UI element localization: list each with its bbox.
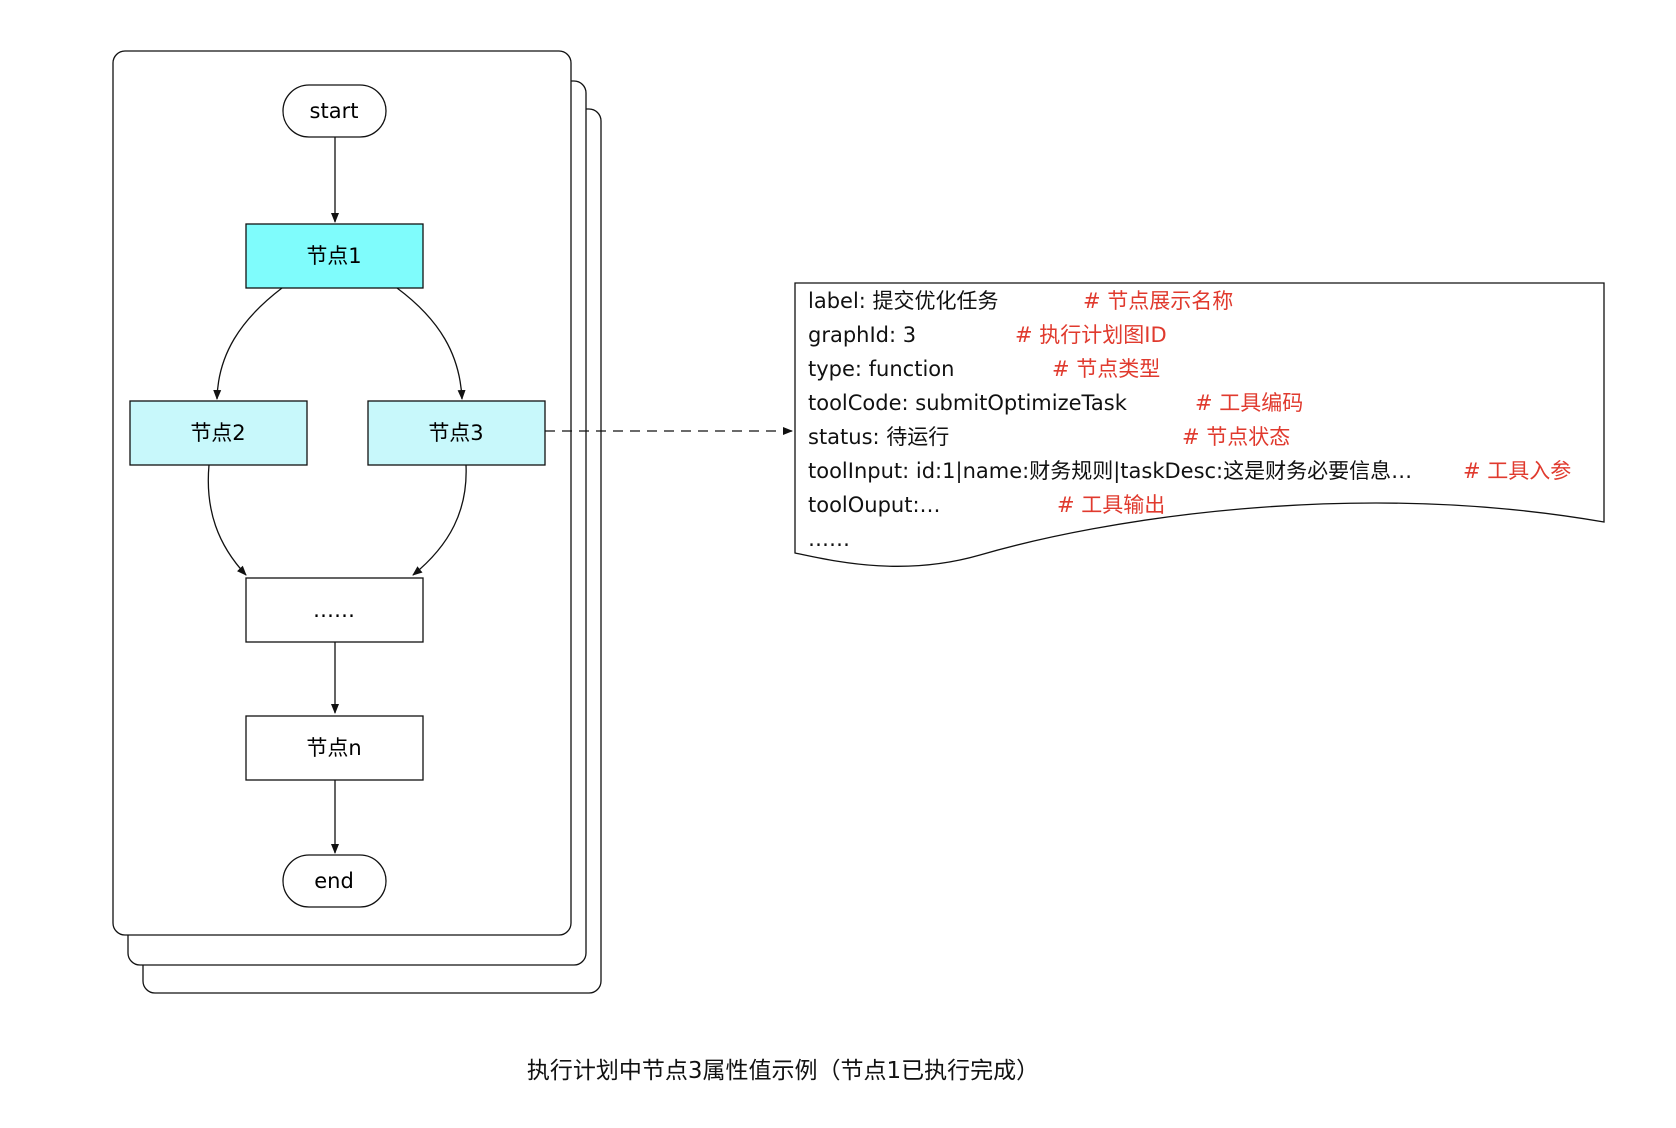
property-line: toolCode: submitOptimizeTask [808,391,1128,415]
end-node: end [282,854,387,908]
property-line: …… [808,527,850,551]
diagram-caption: 执行计划中节点3属性值示例（节点1已执行完成） [527,1058,1039,1084]
properties-text: label: 提交优化任务 # 节点展示名称 graphId: 3 # 执行计划图ID… [808,289,1571,551]
property-line: toolInput: id:1|name:财务规则|taskDesc:这是财务必… [808,459,1412,484]
flow-nodes: start 节点1 节点2 节点3 …… 节点n end [129,84,546,908]
node-1-label: 节点1 [306,244,361,268]
property-line: type: function [808,357,954,381]
ellipsis-node-label: …… [313,598,355,622]
start-node: start [282,84,387,138]
ellipsis-node: …… [245,577,424,643]
node-3: 节点3 [367,400,546,466]
edge-node1-node3 [396,287,466,400]
property-line: graphId: 3 [808,323,916,347]
property-comment: # 工具输出 [1057,493,1165,517]
start-node-label: start [310,99,359,123]
plan-card-stack [112,50,602,994]
property-comment: # 工具编码 [1195,391,1303,415]
node-n-label: 节点n [306,736,361,760]
property-comment: # 工具入参 [1463,459,1571,483]
node-1: 节点1 [245,223,424,289]
property-comment: # 节点状态 [1182,425,1290,449]
property-line: label: 提交优化任务 [808,289,999,313]
edge-node1-node2 [213,287,283,400]
properties-note-shape [794,282,1605,567]
node-n: 节点n [245,715,424,781]
plan-card-front [112,50,572,936]
node-3-label: 节点3 [428,421,483,445]
property-line: status: 待运行 [808,425,949,449]
node-3-properties-note: label: 提交优化任务 # 节点展示名称 graphId: 3 # 执行计划图ID… [794,282,1605,567]
edge-node2-ellipsis [207,464,247,576]
edge-node3-ellipsis [412,464,467,576]
node-2: 节点2 [129,400,308,466]
node-2-label: 节点2 [190,421,245,445]
end-node-label: end [314,869,354,893]
property-comment: # 节点展示名称 [1083,289,1233,313]
property-comment: # 节点类型 [1052,357,1160,381]
property-comment: # 执行计划图ID [1015,323,1167,347]
flow-edges [207,137,793,854]
property-line: toolOuput:… [808,493,941,517]
